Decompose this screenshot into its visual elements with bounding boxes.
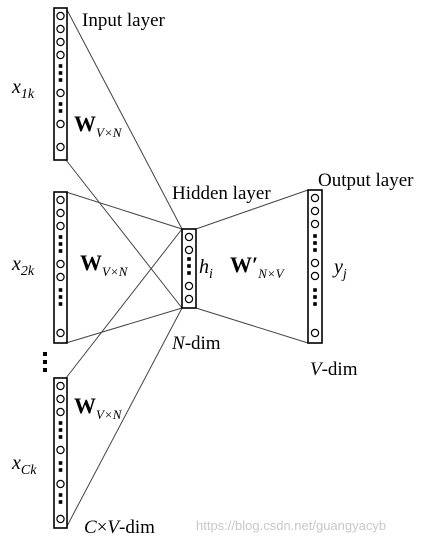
- ellipsis-dot: [58, 235, 63, 239]
- ellipsis-dot: [313, 234, 317, 238]
- input-groups-ellipsis: [43, 352, 47, 372]
- ellipsis-dot: [58, 421, 63, 425]
- v-dim-label: V-dim: [310, 359, 358, 380]
- neuron-circle: [56, 195, 65, 205]
- neuron-circle: [56, 259, 65, 269]
- ellipsis-dot: [58, 249, 63, 253]
- cv-dim-label: C×V-dim: [84, 517, 155, 538]
- neuron-circle: [310, 206, 320, 216]
- ellipsis-dot: [313, 241, 317, 245]
- weight-matrix-label-1: WV×N: [74, 111, 123, 140]
- watermark: https://blog.csdn.net/guangyacyb: [196, 518, 386, 533]
- x1k-label: x1k: [11, 76, 35, 102]
- neuron-circle: [56, 445, 65, 455]
- edge-hidden-bottom-to-output: [195, 307, 309, 344]
- weight-matrix-label-3: WV×N: [74, 393, 123, 422]
- ellipsis-dot: [58, 435, 63, 439]
- output-column: [307, 189, 323, 344]
- ellipsis-dot: [58, 109, 63, 113]
- ellipsis-dot: [58, 295, 63, 299]
- ellipsis-dot: [187, 264, 191, 268]
- edge-hidden-top-to-output: [195, 189, 309, 230]
- weight-matrix-label-2: WV×N: [80, 250, 129, 279]
- ellipsis-dot: [58, 64, 63, 68]
- ellipsis-dot: [58, 242, 63, 246]
- input-column-3: [53, 377, 68, 529]
- connection-lines: [65, 7, 309, 529]
- neuron-circle: [310, 219, 320, 229]
- output-weight-matrix-label: W′N×V: [230, 252, 286, 281]
- ellipsis-dot: [58, 71, 63, 75]
- neuron-circle: [56, 479, 65, 489]
- ellipsis-dot: [58, 78, 63, 82]
- hidden-layer-label: Hidden layer: [172, 183, 271, 204]
- neuron-circle: [56, 394, 65, 404]
- neuron-circle: [184, 294, 194, 304]
- neuron-circle: [56, 119, 65, 129]
- edge-input1-bottom-to-hidden: [65, 159, 183, 309]
- ellipsis-dot: [58, 428, 63, 432]
- neuron-circle: [56, 11, 65, 21]
- input-column-1: [53, 7, 68, 161]
- neuron-circle: [56, 50, 65, 60]
- neuron-circle: [56, 37, 65, 47]
- neuron-circle: [56, 88, 65, 98]
- neuron-circle: [310, 328, 320, 338]
- neuron-circle: [56, 272, 65, 282]
- input-column-2: [53, 191, 68, 344]
- ellipsis-dot: [313, 288, 317, 292]
- edge-input3-top-to-hidden: [65, 228, 183, 379]
- neuron-circle: [184, 232, 194, 242]
- ellipsis-dot: [58, 500, 63, 504]
- neuron-circle: [56, 24, 65, 34]
- ellipsis-dot: [313, 295, 317, 299]
- layer-columns: [53, 7, 323, 529]
- ellipsis-dot: [187, 257, 191, 261]
- ellipsis-dot: [58, 302, 63, 306]
- ellipsis-dot: [58, 461, 63, 465]
- ellipsis-dot: [58, 288, 63, 292]
- edge-input3-bottom-to-hidden: [65, 307, 183, 529]
- neuron-circle: [56, 142, 65, 152]
- ellipsis-dot: [58, 493, 63, 497]
- ellipsis-dot: [187, 271, 191, 275]
- neuron-circle: [184, 245, 194, 255]
- ellipsis-dot: [313, 248, 317, 252]
- ellipsis-dot: [313, 302, 317, 306]
- ellipsis-dot: [58, 468, 63, 472]
- edge-input2-top-to-hidden: [65, 191, 183, 230]
- input-layer-label: Input layer: [82, 10, 166, 31]
- neuron-circle: [56, 208, 65, 218]
- hidden-vector-label: hi: [199, 256, 213, 282]
- neuron-circle: [56, 328, 65, 338]
- neuron-circle: [184, 281, 194, 291]
- neuron-circle: [56, 381, 65, 391]
- edge-input1-top-to-hidden: [65, 7, 183, 230]
- x2k-label: x2k: [11, 253, 35, 279]
- edge-input2-bottom-to-hidden: [65, 307, 183, 344]
- output-layer-label: Output layer: [318, 170, 414, 191]
- neuron-circle: [56, 407, 65, 417]
- neuron-circle: [56, 221, 65, 231]
- output-vector-label: yj: [332, 256, 347, 282]
- n-dim-label: N-dim: [171, 333, 221, 354]
- neuron-circle: [310, 258, 320, 268]
- neuron-circle: [310, 193, 320, 203]
- xck-label: xCk: [11, 452, 37, 478]
- hidden-column: [181, 228, 197, 309]
- neuron-circle: [310, 271, 320, 281]
- neuron-circle: [56, 514, 65, 524]
- ellipsis-dot: [58, 102, 63, 106]
